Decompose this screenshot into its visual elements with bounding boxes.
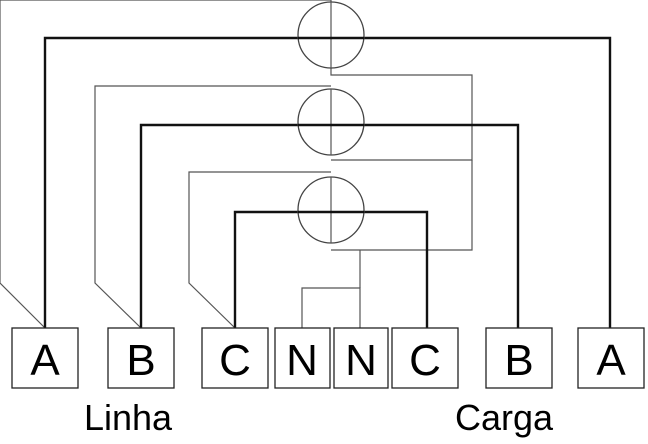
- coil-b: [297, 88, 365, 156]
- wire-c-thin: [188, 171, 331, 329]
- terminal-box: [333, 327, 389, 389]
- terminal-box: [201, 327, 269, 389]
- coil-a: [297, 1, 365, 69]
- terminal-linha-c: C: [201, 327, 269, 389]
- terminal-box: [485, 327, 553, 389]
- terminal-linha-a: A: [11, 327, 79, 389]
- terminal-strip: A B C N N C B A: [11, 327, 645, 389]
- wire-b-thin: [94, 85, 331, 329]
- terminal-carga-n: N: [333, 327, 389, 389]
- coil-c: [297, 176, 365, 244]
- terminal-label: B: [126, 336, 155, 385]
- terminal-box: [11, 327, 79, 389]
- terminal-carga-c: C: [391, 327, 459, 389]
- terminal-label: B: [504, 336, 533, 385]
- wire-neutral-bridge: [301, 287, 361, 328]
- terminal-label: C: [219, 336, 251, 385]
- terminal-label: N: [286, 336, 318, 385]
- terminal-label: C: [409, 336, 441, 385]
- terminal-label: A: [596, 336, 626, 385]
- terminal-label: A: [30, 336, 60, 385]
- terminal-carga-a: A: [577, 327, 645, 389]
- terminal-linha-n: N: [274, 327, 331, 389]
- terminal-linha-b: B: [107, 327, 175, 389]
- caption-carga: Carga: [455, 397, 554, 438]
- terminal-box: [274, 327, 331, 389]
- terminal-box: [391, 327, 459, 389]
- caption-linha: Linha: [84, 397, 173, 438]
- terminal-box: [577, 327, 645, 389]
- wire-coil-return: [331, 160, 473, 251]
- terminal-carga-b: B: [485, 327, 553, 389]
- terminal-label: N: [345, 336, 377, 385]
- terminal-box: [107, 327, 175, 389]
